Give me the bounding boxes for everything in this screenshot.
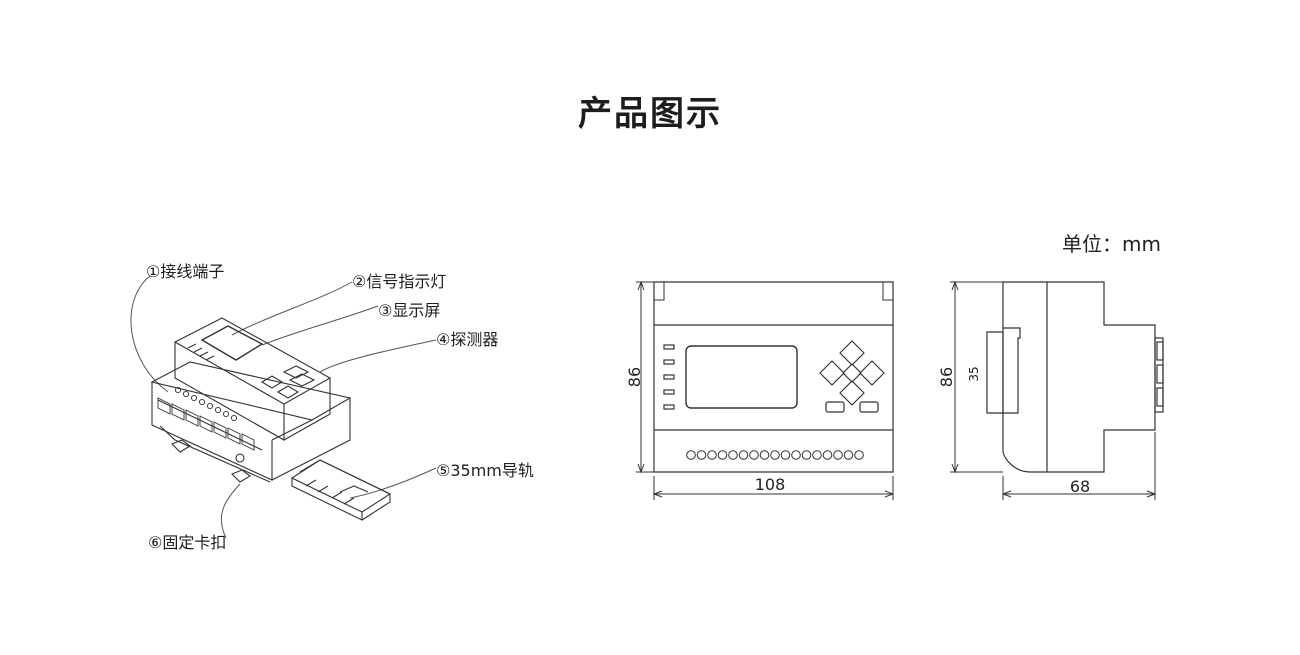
side-height-label: 86 (937, 367, 956, 387)
side-width-label: 68 (1070, 477, 1090, 496)
mounting-clips (171, 439, 251, 483)
front-indicator-leds (663, 344, 675, 410)
terminal-strip (157, 386, 255, 451)
front-keypad (819, 340, 885, 413)
unit-label: 单位：mm (1062, 232, 1161, 256)
housing-base (150, 361, 352, 483)
callout-indicator-light: ②信号指示灯 (352, 272, 447, 291)
side-connector (1154, 337, 1164, 413)
side-rail-slot (986, 327, 1021, 414)
front-height-label: 86 (625, 367, 644, 387)
rail-width-label: 35 (967, 366, 981, 381)
front-width-dimension (652, 476, 895, 500)
front-display-screen (685, 345, 798, 409)
din-rail (290, 459, 392, 521)
leader-lines (130, 275, 437, 539)
callout-clip: ⑥固定卡扣 (148, 533, 227, 552)
housing-top (173, 317, 332, 441)
page-title: 产品图示 (578, 94, 722, 134)
callout-detector: ④探测器 (436, 330, 499, 349)
side-height-dimension (950, 280, 1003, 474)
front-terminal-holes (686, 450, 864, 460)
side-width-dimension (1001, 432, 1157, 500)
callout-terminal: ①接线端子 (146, 262, 225, 281)
front-width-label: 108 (755, 475, 786, 494)
callout-din-rail: ⑤35mm导轨 (436, 461, 534, 480)
callout-display: ③显示屏 (378, 301, 441, 320)
